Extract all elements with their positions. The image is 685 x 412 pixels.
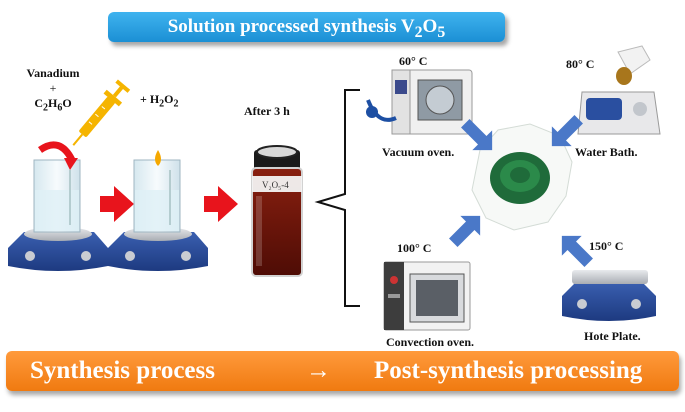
bracket	[314, 89, 360, 307]
reagent-label: Vanadium + C2H6O	[26, 66, 80, 114]
peroxide-label: + H2O2	[140, 92, 179, 110]
hot-plate-label: Hote Plate.	[584, 329, 641, 343]
water-bath-icon	[577, 45, 661, 135]
water-bath-temp: 80° C	[566, 57, 595, 71]
title-banner: Solution processed synthesis V2O5	[108, 12, 505, 42]
convection-oven-temp: 100° C	[397, 241, 432, 255]
blue-arrow-convection	[449, 215, 481, 247]
process-arrow: →	[306, 357, 331, 384]
convection-oven-label: Convection oven.	[386, 335, 474, 349]
water-bath-label: Water Bath.	[575, 145, 638, 159]
blue-arrow-hotplate	[561, 235, 593, 267]
blue-arrow-water	[551, 115, 583, 147]
convection-oven-icon	[383, 261, 471, 331]
vial-icon	[251, 145, 303, 277]
red-arrow-2	[204, 186, 238, 222]
vial-label: V₂O₅-4	[262, 180, 289, 190]
hot-plate-icon	[562, 270, 656, 321]
stirrer-2-icon	[108, 150, 208, 271]
after-label: After 3 h	[244, 104, 290, 118]
vacuum-oven-label: Vacuum oven.	[382, 145, 455, 159]
vacuum-oven-temp: 60° C	[399, 54, 428, 68]
stirrer-1-icon	[8, 141, 108, 271]
hot-plate-temp: 150° C	[589, 239, 624, 253]
vacuum-oven-icon	[366, 69, 473, 135]
post-synthesis-text: Post-synthesis processing	[374, 357, 643, 384]
blue-arrow-vacuum	[461, 119, 493, 151]
synthesis-process-text: Synthesis process	[30, 357, 215, 384]
syringe-icon	[72, 79, 131, 146]
title-text: Solution processed synthesis V	[167, 16, 415, 37]
red-arrow-1	[100, 186, 134, 222]
sample-icon	[471, 123, 573, 231]
process-banner: Synthesis process → Post-synthesis proce…	[6, 351, 679, 391]
